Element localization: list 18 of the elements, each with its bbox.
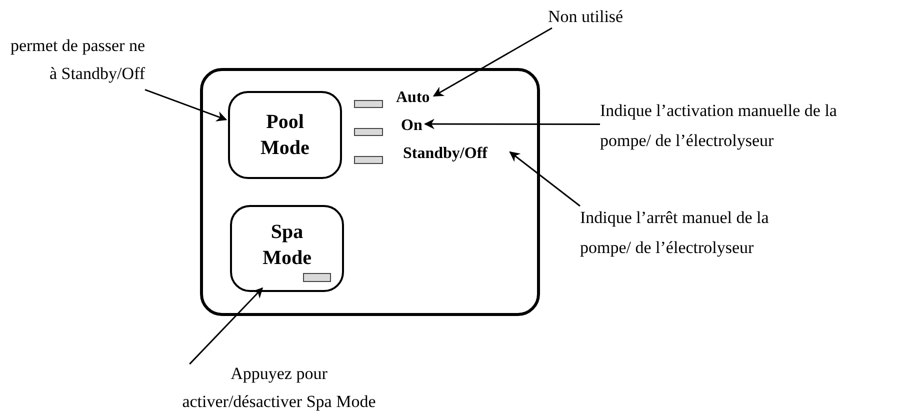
button-text: Spa Mode <box>262 220 312 270</box>
arrow <box>424 118 600 130</box>
callout-text: permet de passer ne à Standby/Off <box>10 32 145 88</box>
callout-text: Appuyez pour activer/désactiver Spa Mode <box>170 360 388 418</box>
mode-button <box>230 205 344 292</box>
button-text: Pool Mode <box>260 110 310 161</box>
arrow <box>189 287 264 365</box>
status-label: On <box>401 116 427 136</box>
arrow <box>144 88 228 122</box>
mode-button <box>228 91 342 179</box>
status-label: Standby/Off <box>403 144 513 164</box>
arrow <box>432 27 552 97</box>
callout-text: Non utilisé <box>548 6 648 28</box>
control-panel <box>200 68 540 316</box>
status-label: Auto <box>396 88 436 108</box>
callout-text: Indique l’arrêt manuel de la pompe/ de l’électrolyseur <box>580 203 820 263</box>
callout-text: Indique l’activation manuelle de la pompe/ de l’électrolyseur <box>600 96 892 156</box>
arrow <box>509 151 580 207</box>
